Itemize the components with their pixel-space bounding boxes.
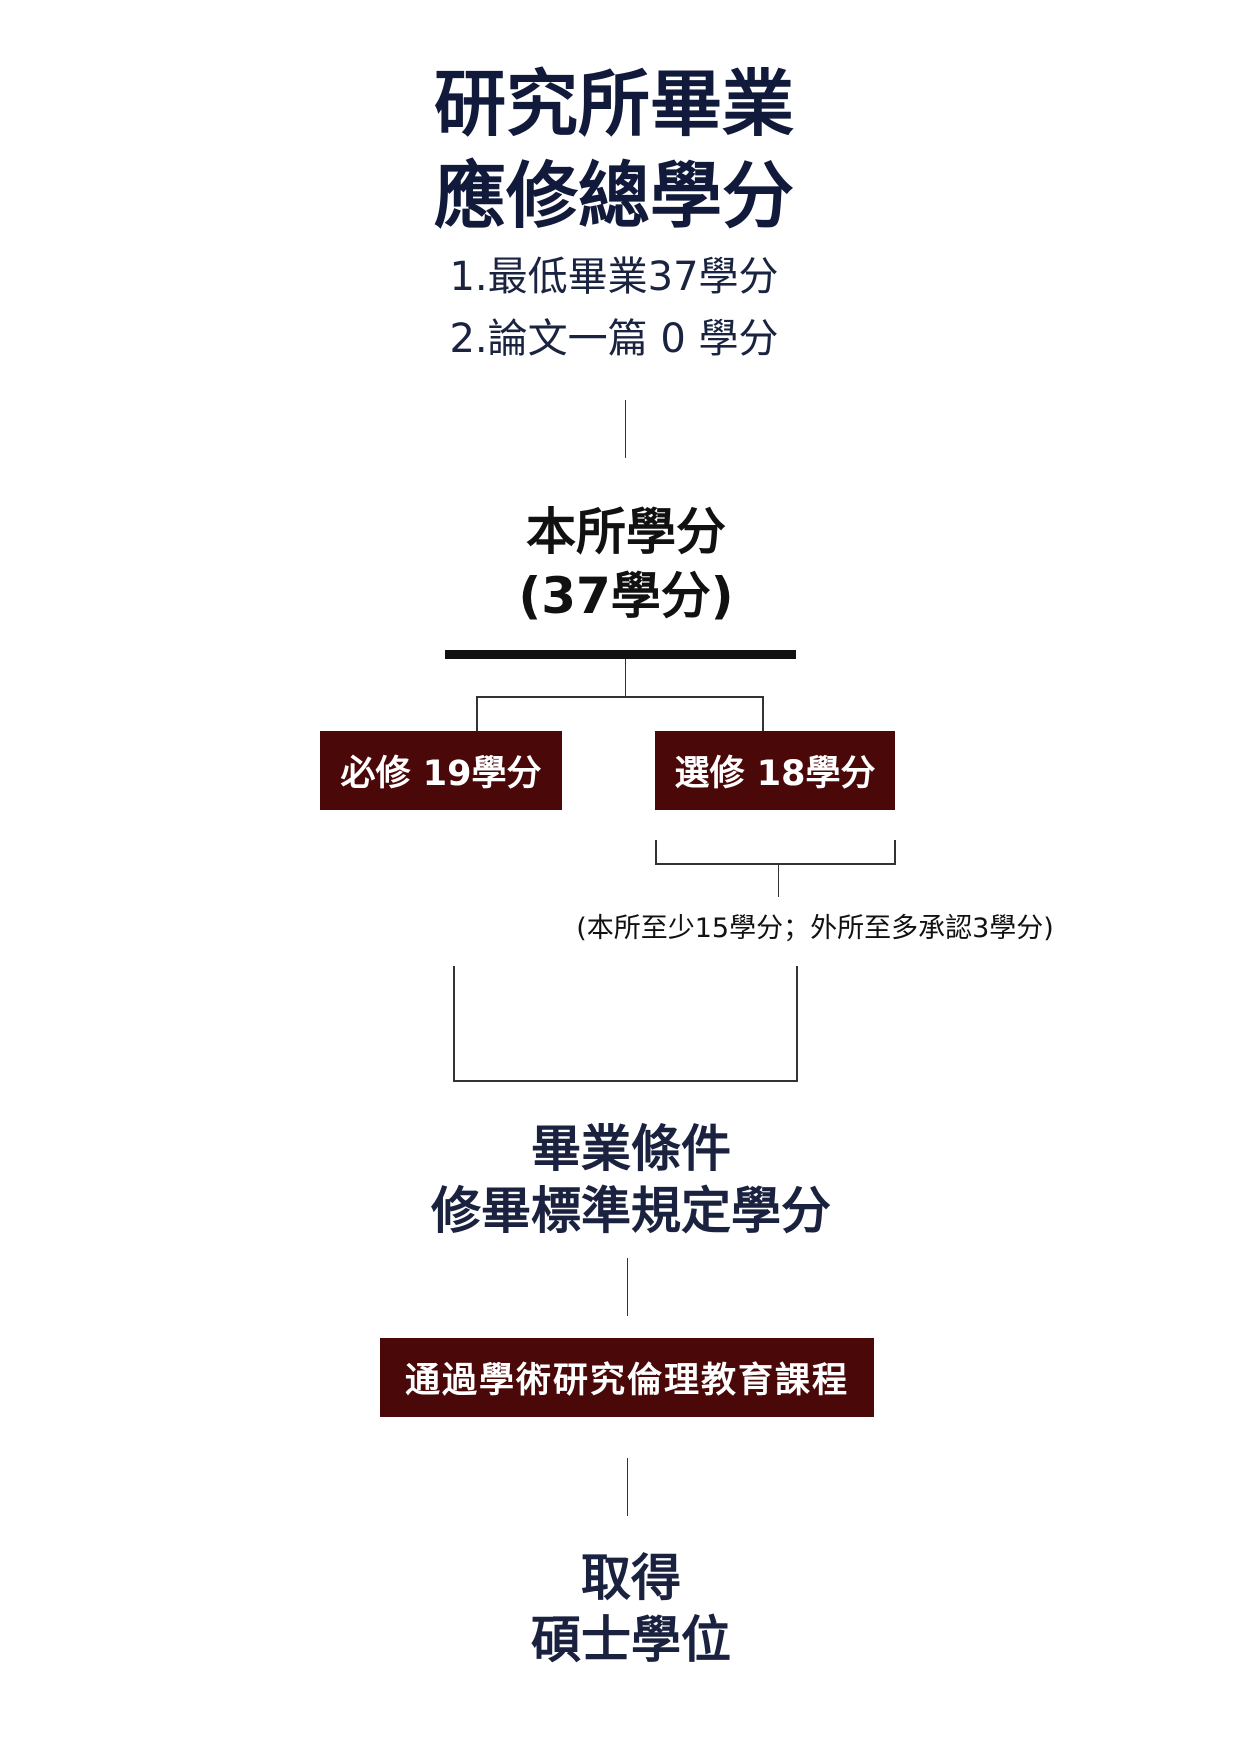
- merge-line-left: [453, 966, 455, 1082]
- degree-title: 取得 碩士學位: [0, 1547, 1241, 1671]
- graduation-conditions-line1: 畢業條件: [531, 1120, 731, 1178]
- ethics-course-label: 通過學術研究倫理教育課程: [404, 1361, 849, 1401]
- graduation-conditions-line2: 修畢標準規定學分: [431, 1182, 831, 1240]
- divider-bar: [445, 650, 796, 659]
- department-credits-title: 本所學分 (37學分): [0, 500, 1241, 628]
- connector-branch-left: [476, 696, 478, 731]
- degree-line1: 取得: [581, 1549, 681, 1607]
- elective-bracket-right: [894, 840, 896, 865]
- main-title-line2: 應修總學分: [433, 154, 794, 238]
- connector-header-department: [625, 400, 626, 458]
- main-title: 研究所畢業 應修總學分: [0, 58, 1228, 242]
- merge-line-right: [796, 966, 798, 1082]
- connector-graduation-ethics: [627, 1258, 628, 1316]
- degree-line2: 碩士學位: [531, 1611, 731, 1669]
- connector-bar-stem: [625, 659, 626, 697]
- department-credits-line2: (37學分): [518, 567, 734, 625]
- main-title-line1: 研究所畢業: [433, 62, 794, 146]
- elective-credits-label: 選修 18學分: [674, 754, 876, 794]
- connector-ethics-degree: [627, 1458, 628, 1516]
- required-credits-box: 必修 19學分: [320, 731, 562, 810]
- department-credits-line1: 本所學分: [526, 503, 726, 561]
- elective-credits-box: 選修 18學分: [655, 731, 895, 810]
- requirement-item-thesis: 2.論文一篇 0 學分: [449, 316, 779, 362]
- elective-bracket-stem: [778, 865, 779, 897]
- requirement-list: 1.最低畢業37學分 2.論文一篇 0 學分: [0, 246, 1228, 370]
- ethics-course-box: 通過學術研究倫理教育課程: [380, 1338, 874, 1417]
- graduation-conditions-title: 畢業條件 修畢標準規定學分: [0, 1118, 1241, 1242]
- merge-line-bottom: [453, 1080, 798, 1082]
- elective-bracket-bottom: [655, 863, 896, 865]
- requirement-item-credits: 1.最低畢業37學分: [449, 254, 779, 300]
- elective-bracket-left: [655, 840, 657, 865]
- connector-branch-horizontal: [476, 696, 764, 698]
- connector-branch-right: [762, 696, 764, 731]
- elective-note: (本所至少15學分；外所至多承認3學分): [576, 913, 1054, 944]
- required-credits-label: 必修 19學分: [340, 754, 542, 794]
